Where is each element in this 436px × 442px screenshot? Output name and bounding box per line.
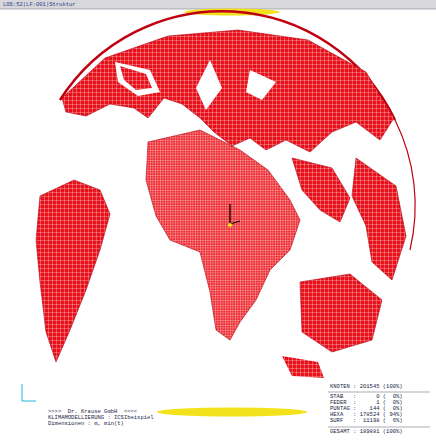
info-text: Dimensionen : m, min(t) xyxy=(48,421,124,427)
africa xyxy=(146,130,300,340)
title-bar xyxy=(0,0,436,9)
table-rule xyxy=(328,392,430,393)
australia xyxy=(300,274,382,352)
table-rule xyxy=(328,427,430,428)
south-america xyxy=(36,180,110,362)
bottom-ellipse xyxy=(157,408,307,417)
statistics-row: KNOTEN : 201545 (100%) xyxy=(330,384,403,390)
south-asia xyxy=(352,158,406,280)
northern-landmass xyxy=(62,30,394,152)
arabia xyxy=(292,158,350,222)
island xyxy=(282,356,324,378)
axis-triad xyxy=(22,384,36,401)
statistics-row: SURF : 11198 ( 6%) xyxy=(330,418,403,424)
window-title: LOS:52|LF:001|Struktur xyxy=(3,2,76,8)
centre-axis xyxy=(228,204,240,227)
statistics-row: GESAMT : 189881 (100%) xyxy=(330,429,403,435)
